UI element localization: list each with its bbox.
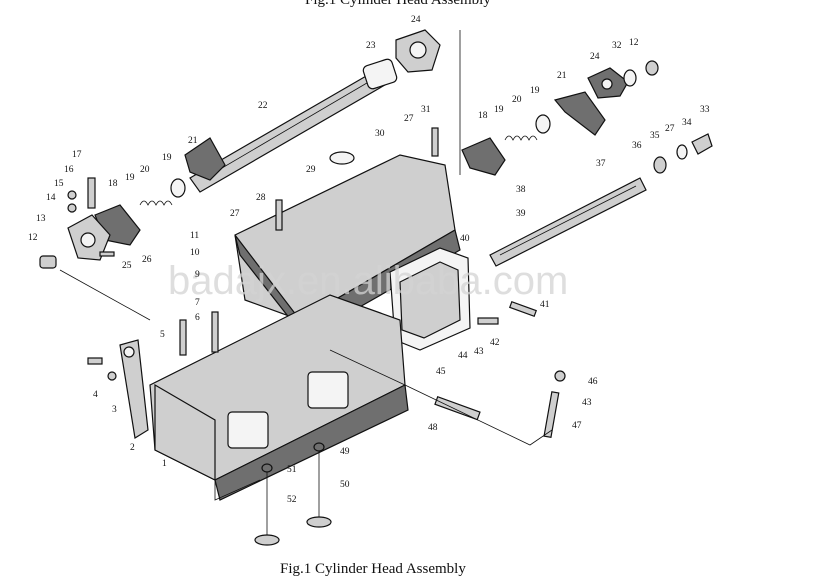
label-21-right: 21: [557, 71, 567, 81]
label-10: 10: [190, 248, 200, 258]
label-42: 42: [490, 338, 500, 348]
label-20-right: 20: [512, 95, 522, 105]
label-50: 50: [340, 480, 350, 490]
label-37: 37: [596, 159, 606, 169]
label-19-left-b: 19: [162, 153, 172, 163]
label-31: 31: [421, 105, 431, 115]
label-12-left: 12: [28, 233, 38, 243]
label-25: 25: [122, 261, 132, 271]
label-48: 48: [428, 423, 438, 433]
label-28: 28: [256, 193, 266, 203]
label-20-left: 20: [140, 165, 150, 175]
label-46: 46: [588, 377, 598, 387]
bushing-23: [362, 58, 398, 90]
label-19-left-a: 19: [125, 173, 135, 183]
label-21-left: 21: [188, 136, 198, 146]
rocker-shaft-37: [489, 177, 647, 267]
rocker-shaft-22: [189, 67, 391, 193]
top-title-clipped: Fig.1 Cylinder Head Assembly: [305, 0, 491, 8]
label-51: 51: [287, 465, 297, 475]
label-29: 29: [306, 165, 316, 175]
callout-labels: 24 23 32 12 24 21 22 30 31 27 18 19 20 1…: [28, 15, 710, 505]
watermark: badajx.en.alibaba.com: [168, 259, 568, 303]
rocker-arm-group-right: [461, 60, 659, 176]
valve-52: [254, 463, 280, 546]
label-24-right: 24: [590, 52, 600, 62]
label-27-top: 27: [404, 114, 414, 124]
shaft-bracket-24: [395, 29, 441, 73]
label-47: 47: [572, 421, 582, 431]
label-38: 38: [516, 185, 526, 195]
label-15: 15: [54, 179, 64, 189]
cover-gasket-40: [389, 247, 471, 351]
label-40: 40: [460, 234, 470, 244]
figure-caption: Fig.1 Cylinder Head Assembly: [280, 561, 466, 577]
label-16: 16: [64, 165, 74, 175]
label-7: 7: [195, 298, 200, 308]
label-18-right: 18: [478, 111, 488, 121]
label-39: 39: [516, 209, 526, 219]
valve-50: [306, 442, 332, 528]
label-35: 35: [650, 131, 660, 141]
label-49: 49: [340, 447, 350, 457]
label-19-right-a: 19: [494, 105, 504, 115]
label-32: 32: [612, 41, 622, 51]
shaft-end-parts: [653, 133, 713, 174]
label-45: 45: [436, 367, 446, 377]
label-14: 14: [46, 193, 56, 203]
label-27-right: 27: [665, 124, 675, 134]
label-13: 13: [36, 214, 46, 224]
label-34: 34: [682, 118, 692, 128]
label-30: 30: [375, 129, 385, 139]
label-43-upper: 43: [474, 347, 484, 357]
label-11: 11: [190, 231, 199, 241]
label-43-lower: 43: [582, 398, 592, 408]
label-17: 17: [72, 150, 82, 160]
label-52: 52: [287, 495, 297, 505]
label-36: 36: [632, 141, 642, 151]
label-3: 3: [112, 405, 117, 415]
label-33: 33: [700, 105, 710, 115]
label-44: 44: [458, 351, 468, 361]
cylinder-head-1: [149, 294, 409, 501]
label-24-top: 24: [411, 15, 421, 25]
label-26: 26: [142, 255, 152, 265]
label-5: 5: [160, 330, 165, 340]
label-12-top: 12: [629, 38, 639, 48]
label-27-left: 27: [230, 209, 240, 219]
label-1: 1: [162, 459, 167, 469]
label-19-right-b: 19: [530, 86, 540, 96]
lifting-eye-2: [87, 339, 149, 439]
assembly-guide-lines: [59, 30, 553, 501]
label-22: 22: [258, 101, 268, 111]
label-18-left: 18: [108, 179, 118, 189]
label-23: 23: [366, 41, 376, 51]
manifold-studs: [434, 300, 566, 439]
label-9: 9: [195, 270, 200, 280]
label-2: 2: [130, 443, 135, 453]
label-6: 6: [195, 313, 200, 323]
rocker-arm-group-left: [39, 137, 226, 269]
label-4: 4: [93, 390, 98, 400]
label-41: 41: [540, 300, 550, 310]
